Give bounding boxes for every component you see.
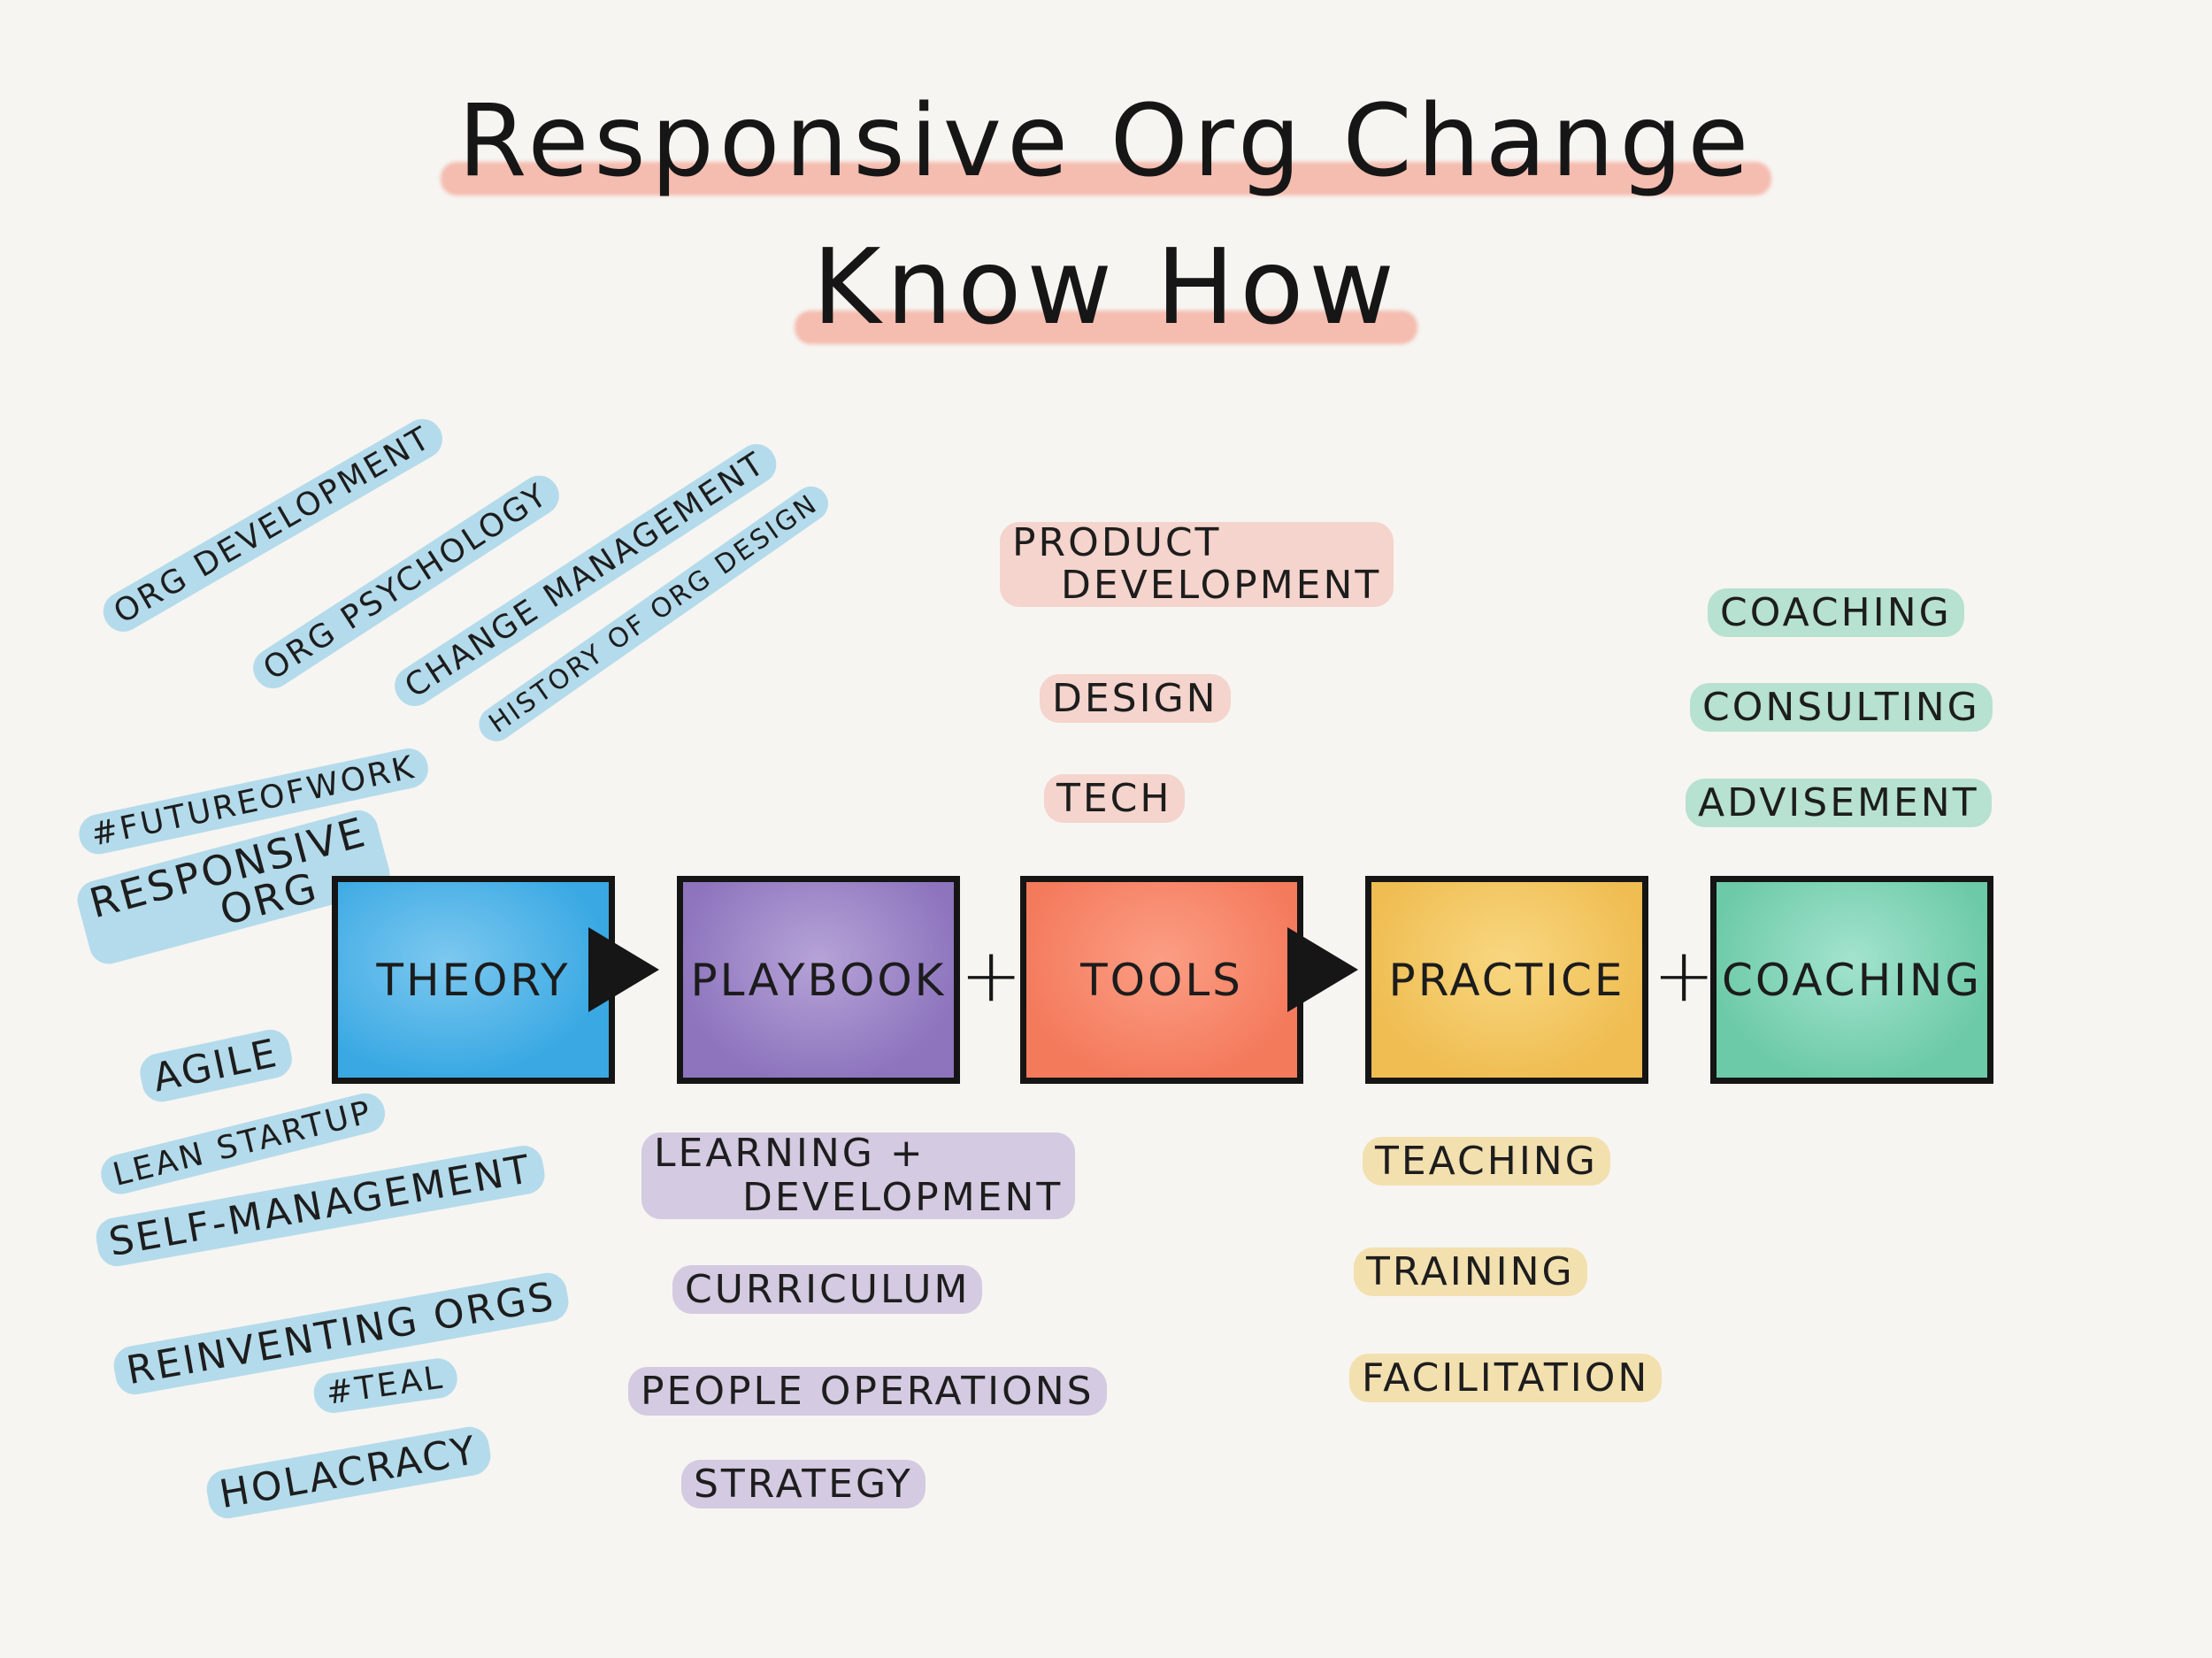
tag-learning-line-1: Learning + — [654, 1131, 926, 1176]
coaching-label: Coaching — [1721, 954, 1983, 1006]
plus-icon: + — [960, 932, 1023, 1018]
tag-product-development: Product Development — [1000, 522, 1394, 607]
tag-learning-development: Learning + Development — [641, 1131, 1076, 1220]
coaching-box: Coaching — [1710, 876, 1993, 1084]
tag-coaching: Coaching — [1708, 588, 1964, 637]
plus-icon: + — [1653, 932, 1716, 1018]
theory-box: Theory — [332, 876, 615, 1084]
tag-product-line-1: Product — [1012, 520, 1222, 565]
tag-strategy: Strategy — [681, 1460, 926, 1508]
tag-holacracy: Holacracy — [204, 1424, 495, 1522]
tag-teaching: Teaching — [1363, 1137, 1610, 1186]
tag-curriculum: Curriculum — [672, 1265, 983, 1314]
tag-facilitation: Facilitation — [1349, 1354, 1663, 1402]
theory-label: Theory — [376, 954, 571, 1006]
arrow-right-icon — [588, 927, 659, 1012]
tag-tech: Tech — [1044, 774, 1185, 823]
title-line-2: Know How — [0, 226, 2212, 348]
tag-product-line-2: Development — [1061, 563, 1382, 608]
playbook-label: Playbook — [690, 954, 947, 1006]
title-line-1: Responsive Org Change — [0, 84, 2212, 199]
tag-training: Training — [1354, 1247, 1587, 1296]
tools-label: Tools — [1080, 954, 1243, 1006]
tag-consulting: Consulting — [1690, 683, 1993, 732]
practice-label: Practice — [1388, 954, 1625, 1006]
playbook-box: Playbook — [677, 876, 960, 1084]
practice-box: Practice — [1365, 876, 1648, 1084]
tag-people-operations: People Operations — [628, 1367, 1107, 1416]
tag-learning-line-2: Development — [742, 1175, 1064, 1220]
tag-design: Design — [1040, 674, 1231, 723]
tag-advisement: Advisement — [1686, 779, 1992, 827]
tag-teal: #Teal — [311, 1355, 460, 1416]
tag-agile: Agile — [136, 1025, 296, 1106]
arrow-right-icon — [1287, 927, 1358, 1012]
tools-box: Tools — [1020, 876, 1303, 1084]
